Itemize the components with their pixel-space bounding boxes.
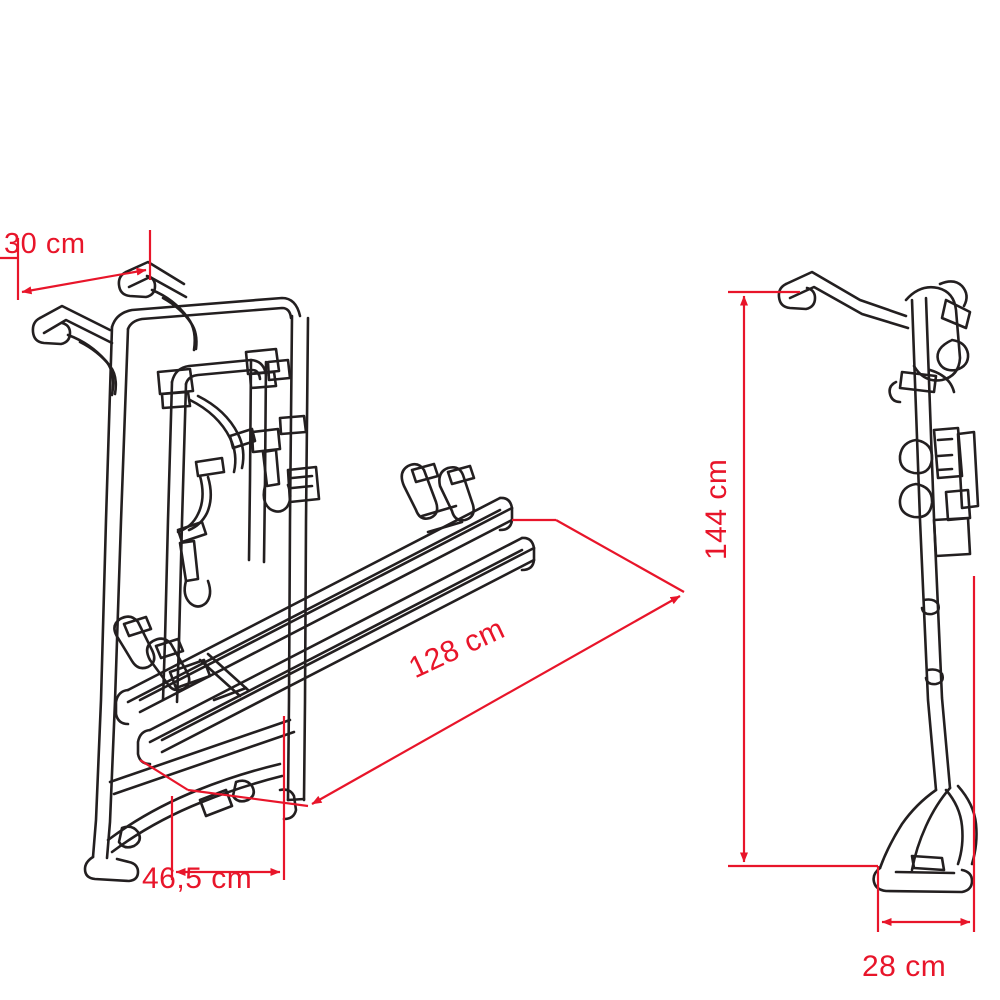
dimension-label-height: 144 cm [700, 458, 733, 560]
carrier-side-view [777, 270, 980, 894]
dimension-label-width-top: 30 cm [4, 228, 86, 260]
ext-line-128-bottom2 [187, 788, 309, 808]
dim-line-128 [311, 595, 681, 805]
ext-line-128-top2 [555, 519, 685, 593]
dimension-lines [0, 230, 976, 932]
dimension-label-depth-bottom: 46,5 cm [142, 862, 253, 895]
dimension-label-depth-side: 28 cm [862, 950, 947, 983]
dim-line-30 [21, 267, 147, 295]
ext-line-128-bottom [139, 759, 189, 791]
